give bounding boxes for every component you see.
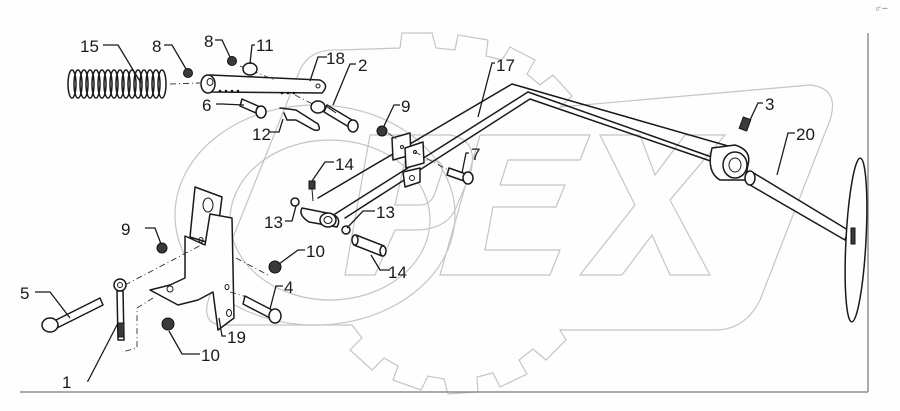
pin [351,234,387,257]
watermark-letter-x [578,134,727,276]
spring-coil [79,69,89,99]
mounting-bracket [149,186,235,331]
spring-coil [115,69,125,99]
bolt [446,167,474,185]
callout-9[interactable]: 9 [121,220,130,239]
lever-brackets [391,132,425,188]
foot-pedal [744,157,868,323]
spring-coil [145,69,155,99]
nut [161,317,175,331]
spring-coil [67,69,77,99]
grease-nipple [308,180,316,202]
washer [310,100,326,114]
nut [156,242,168,254]
spring-coil [103,69,113,99]
spring-coil [85,69,95,99]
callout-18[interactable]: 18 [326,49,345,68]
callout-8[interactable]: 8 [204,32,213,51]
callout-5[interactable]: 5 [20,284,29,303]
bolt [323,104,359,133]
callout-9[interactable]: 9 [401,97,410,116]
adjuster-bar [200,74,327,95]
compression-spring [67,69,201,99]
spring-coil [97,69,107,99]
callout-17[interactable]: 17 [496,56,515,75]
pedal-lever [300,83,750,228]
spring-coil [73,69,83,99]
callout-4[interactable]: 4 [284,278,293,297]
spring-coil [151,69,161,99]
callout-19[interactable]: 19 [227,328,246,347]
callout-13[interactable]: 13 [264,213,283,232]
nut [268,260,282,274]
grub-screw [738,116,752,132]
callout-8[interactable]: 8 [152,37,161,56]
spring-coil [133,69,143,99]
watermark-letter-p [344,134,474,276]
washer [341,225,351,235]
callout-labels: 15 8 8 11 18 2 6 12 17 9 7 14 13 13 14 3… [20,32,815,392]
spring-coil [127,69,137,99]
callout-13[interactable]: 13 [376,203,395,222]
nut [376,125,388,137]
washer [242,62,258,76]
nut [183,68,193,78]
eye-bolt [113,278,127,341]
bolt [242,295,282,324]
bolt [239,98,267,119]
callout-11[interactable]: 11 [256,36,274,55]
callout-15[interactable]: 14 [335,155,354,174]
callout-10[interactable]: 10 [306,242,325,261]
long-bolt [41,297,104,333]
callout-20[interactable]: 20 [796,125,815,144]
corner-mark: g° ▪▪▪ [876,6,888,12]
callout-3[interactable]: 3 [765,95,774,114]
leader-lines [35,39,795,382]
spring-coil [109,69,119,99]
callout-1[interactable]: 1 [62,373,71,392]
washer [290,197,300,207]
callout-10[interactable]: 10 [201,346,220,365]
gear-outline [206,32,834,395]
callout-14[interactable]: 14 [388,263,407,282]
callout-16[interactable]: 15 [80,37,99,56]
spring-coil [121,69,131,99]
callout-6[interactable]: 6 [202,96,211,115]
spring-coil [139,69,149,99]
callout-7[interactable]: 7 [471,145,480,164]
spring-coil [91,69,101,99]
spring-coil [157,69,167,99]
watermark-letter-e [439,134,591,276]
opex-watermark-logo [174,32,834,395]
callout-12[interactable]: 12 [252,125,271,144]
nut [227,56,237,66]
spring-clip [279,107,321,132]
callout-2[interactable]: 2 [358,56,367,75]
